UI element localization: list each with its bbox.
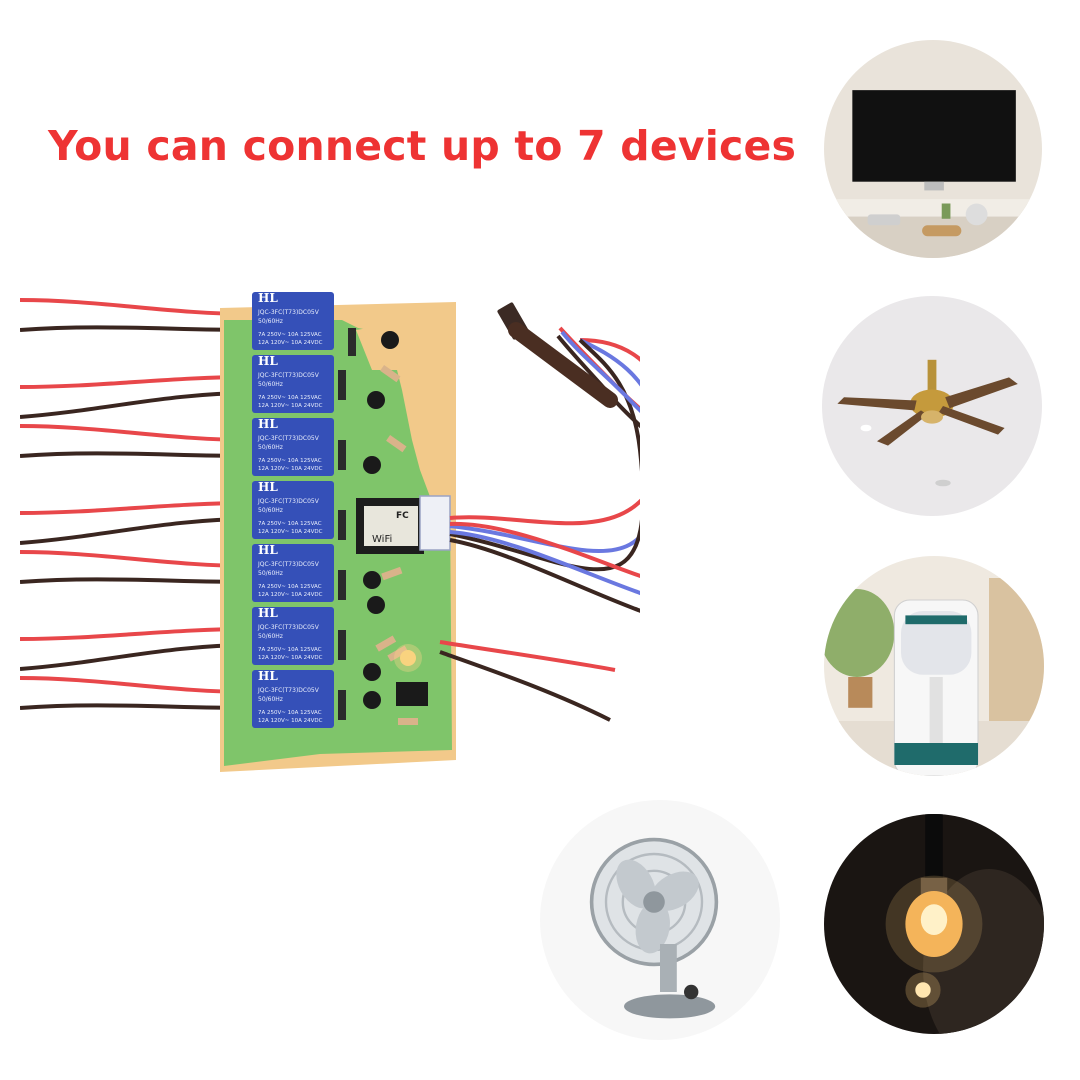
ceiling-fan-photo: [822, 296, 1042, 516]
wire: [19, 391, 251, 419]
air-cooler-icon: [824, 556, 1044, 776]
relay-model: JQC-3FC(T73)DC05V: [257, 561, 320, 568]
relay-rating-left-2: 12A 120V~ 10A 24VDC: [258, 592, 323, 598]
light-bulb-photo: [824, 814, 1044, 1034]
relay-rating-left-1: 7A 250V~ 10A 125VAC: [258, 332, 322, 338]
relay-rating-left-2: 12A 120V~ 10A 24VDC: [258, 529, 323, 535]
wire: [19, 298, 251, 316]
relay-freq: 50/60Hz: [258, 570, 283, 577]
relay-rating-left-2: 12A 120V~ 10A 24VDC: [258, 718, 323, 724]
relay: HL JQC-3FC(T73)DC05V 50/60Hz 7A 250V~ 10A 1…: [252, 417, 334, 476]
relay-freq: 50/60Hz: [258, 633, 283, 640]
wire: [19, 517, 251, 545]
relay-rating-left-2: 12A 120V~ 10A 24VDC: [258, 655, 323, 661]
relay: HL JQC-3FC(T73)DC05V 50/60Hz 7A 250V~ 10A 1…: [252, 606, 334, 665]
wire: [19, 577, 251, 584]
relay-rating-left-1: 7A 250V~ 10A 125VAC: [258, 395, 322, 401]
ceiling-fan-icon: [822, 296, 1042, 516]
relay-rating-left-1: 7A 250V~ 10A 125VAC: [258, 710, 322, 716]
relay-brand: HL: [258, 606, 278, 620]
tv-icon: [824, 40, 1042, 258]
wire: [19, 501, 251, 515]
relay-brand: HL: [258, 480, 278, 494]
relay-rating-left-1: 7A 250V~ 10A 125VAC: [258, 647, 322, 653]
relay-rating-left-2: 12A 120V~ 10A 24VDC: [258, 466, 323, 472]
power-wires: [439, 640, 616, 722]
relay-model: JQC-3FC(T73)DC05V: [257, 372, 320, 379]
relay-stack: HL JQC-3FC(T73)DC05V 50/60Hz 7A 250V~ 10A 1…: [252, 291, 334, 728]
relay-rating-left-2: 12A 120V~ 10A 24VDC: [258, 403, 323, 409]
components: WiFi FC: [338, 328, 451, 725]
table-fan-photo: [540, 800, 780, 1040]
relay: HL JQC-3FC(T73)DC05V 50/60Hz 7A 250V~ 10A 1…: [252, 354, 334, 413]
relay: HL JQC-3FC(T73)DC05V 50/60Hz 7A 250V~ 10A 1…: [252, 543, 334, 602]
wire: [19, 375, 251, 389]
relay-rating-left-1: 7A 250V~ 10A 125VAC: [258, 458, 322, 464]
relay-model: JQC-3FC(T73)DC05V: [257, 624, 320, 631]
relay-freq: 50/60Hz: [258, 696, 283, 703]
relay-model: JQC-3FC(T73)DC05V: [257, 309, 320, 316]
air-cooler-photo: [824, 556, 1044, 776]
wire: [19, 451, 251, 458]
relay: HL JQC-3FC(T73)DC05V 50/60Hz 7A 250V~ 10A 1…: [252, 669, 334, 728]
table-fan-icon: [540, 800, 780, 1040]
wire: [19, 424, 251, 442]
relay-brand: HL: [258, 354, 278, 368]
relay-board-image: HL JQC-3FC(T73)DC05V 50/60Hz 7A 250V~ 10A 1…: [19, 270, 771, 810]
relay-rating-left-2: 12A 120V~ 10A 24VDC: [258, 340, 323, 346]
wire: [19, 643, 251, 671]
wifi-module-mark: FC: [396, 511, 409, 521]
relay-freq: 50/60Hz: [258, 381, 283, 388]
relay-brand: HL: [258, 669, 278, 683]
relay-brand: HL: [258, 291, 278, 305]
relay-brand: HL: [258, 543, 278, 557]
wire: [19, 676, 251, 694]
wire: [19, 627, 251, 641]
relay-model: JQC-3FC(T73)DC05V: [257, 687, 320, 694]
wire: [19, 325, 251, 332]
tv-photo: [824, 40, 1042, 258]
headline: You can connect up to 7 devices: [48, 122, 797, 170]
relay-rating-left-1: 7A 250V~ 10A 125VAC: [258, 521, 322, 527]
relay-model: JQC-3FC(T73)DC05V: [257, 498, 320, 505]
relay: HL JQC-3FC(T73)DC05V 50/60Hz 7A 250V~ 10A 1…: [252, 291, 334, 350]
wire: [19, 703, 251, 710]
relay-freq: 50/60Hz: [258, 318, 283, 325]
wire: [19, 550, 251, 568]
relay-rating-left-1: 7A 250V~ 10A 125VAC: [258, 584, 322, 590]
usb-cable: [449, 302, 771, 630]
relay-freq: 50/60Hz: [258, 507, 283, 514]
wifi-module-label: WiFi: [372, 534, 392, 545]
relay: HL JQC-3FC(T73)DC05V 50/60Hz 7A 250V~ 10A 1…: [252, 480, 334, 539]
relay-brand: HL: [258, 417, 278, 431]
relay-freq: 50/60Hz: [258, 444, 283, 451]
light-bulb-icon: [824, 814, 1044, 1034]
left-wires: [19, 298, 251, 710]
relay-model: JQC-3FC(T73)DC05V: [257, 435, 320, 442]
